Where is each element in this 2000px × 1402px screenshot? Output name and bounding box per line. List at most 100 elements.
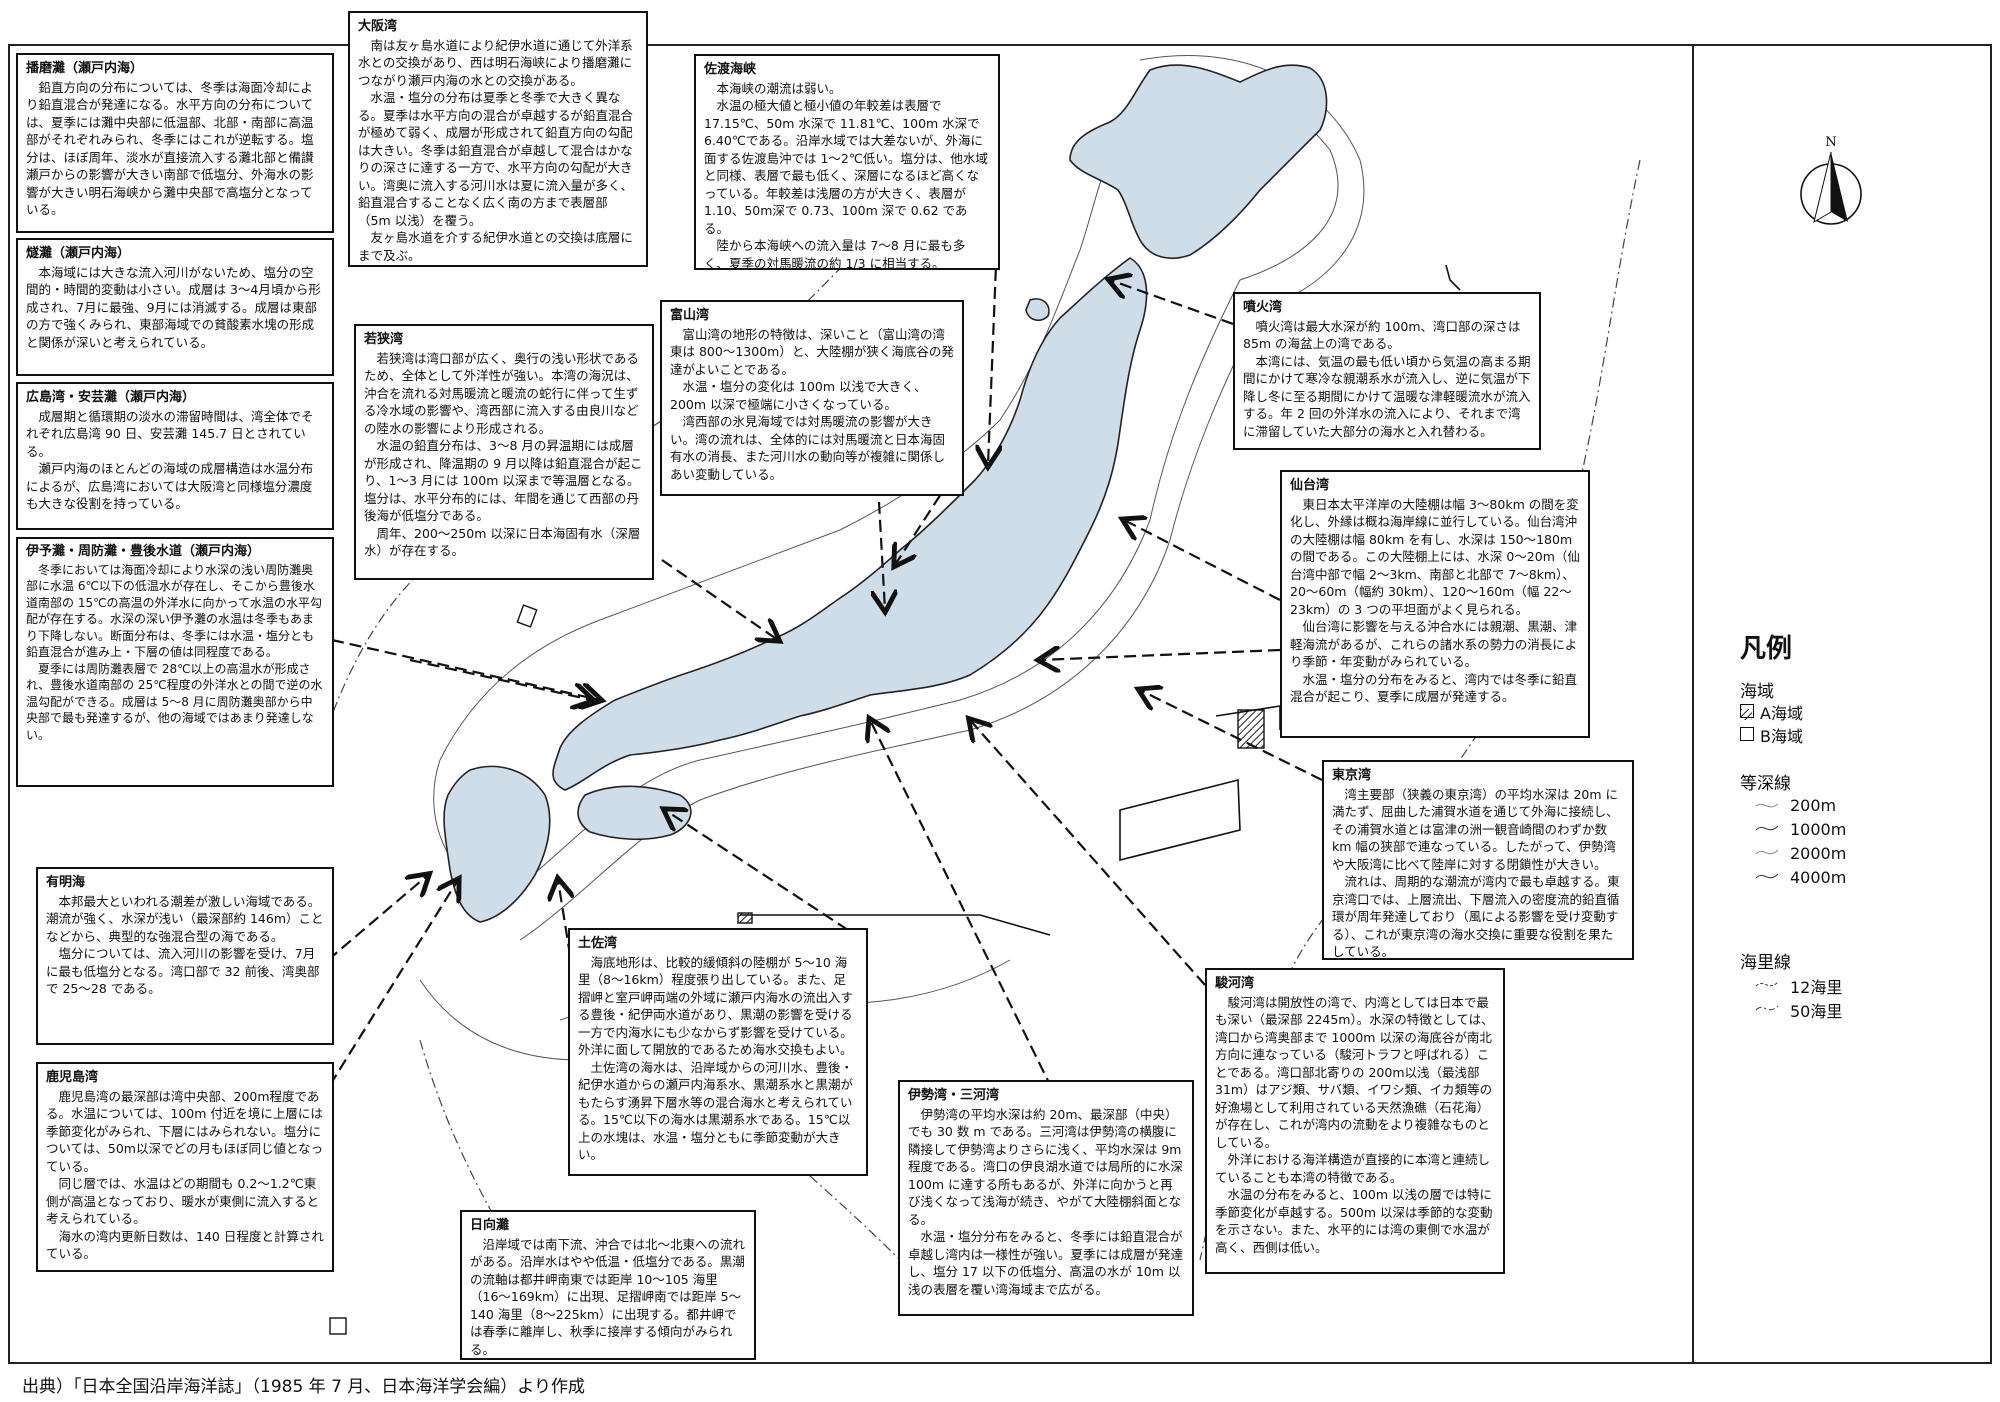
legend-sea-area-heading: 海域: [1740, 682, 1774, 702]
box-text: 若狭湾は湾口部が広く、奥行の浅い形状であるため、全体として外洋性が強い。本湾の海…: [364, 350, 639, 436]
box-sado-strait: 佐渡海峡 本海峡の潮流は弱い。 水温の極大値と極小値の年較差は表層で 17.15…: [694, 54, 1000, 270]
legend-nautical-50: 50海里: [1790, 1002, 1843, 1021]
legend-isobath-200: 200m: [1790, 796, 1837, 815]
legend-b-label: B海域: [1760, 727, 1803, 746]
north-label: N: [1825, 135, 1836, 150]
box-text: 水温・塩分の分布は夏季と冬季で大きく異なる。夏季は水平方向の混合が卓越するが鉛直…: [358, 90, 634, 228]
box-text: 塩分については、流入河川の影響を受け、7月に最も低塩分となる。湾口部で 32 前…: [46, 946, 320, 996]
box-text: 陸から本海峡への流入量は 7～8 月に最も多く、夏季の対馬暖流の約 1/3 に相…: [704, 238, 966, 270]
legend-nautical-12: 12海里: [1790, 978, 1843, 997]
box-funka-bay: 噴火湾 噴火湾は最大水深が約 100m、湾口部の深さは 85m の海盆上の湾であ…: [1233, 292, 1541, 450]
box-text: 海水の湾内更新日数は、140 日程度と計算されている。: [46, 1228, 324, 1262]
box-hiroshima-bay: 広島湾・安芸灘（瀬戸内海） 成層期と循環期の淡水の滞留時間は、湾全体でそれぞれ広…: [16, 382, 334, 530]
box-text: 駿河湾は開放性の湾で、内湾としては日本で最も深い（最深部 2245m）。水深の特…: [1215, 994, 1494, 1150]
box-text: 沿岸域では南下流、沖合では北～北東への流れがある。沿岸水はやや低温・低塩分である…: [470, 1236, 746, 1357]
box-ariake-sea: 有明海 本邦最大といわれる潮差が激しい海域である。潮流が強く、水深が浅い（最深部…: [36, 867, 334, 1045]
box-text: 水温の分布をみると、100m 以浅の層では特に季節変化が卓越する。500m 以深…: [1215, 1187, 1493, 1255]
box-osaka-bay: 大阪湾 南は友ヶ島水道により紀伊水道に通じて外洋系水との交換があり、西は明石海峡…: [348, 11, 648, 267]
box-title: 東京湾: [1332, 768, 1372, 783]
box-title: 土佐湾: [578, 936, 618, 951]
box-text: 本海域には大きな流入河川がないため、塩分の空間的・時間的変動は小さい。成層は 3…: [26, 264, 321, 350]
box-text: 成層期と循環期の淡水の滞留時間は、湾全体でそれぞれ広島湾 90 日、安芸灘 14…: [26, 408, 314, 459]
box-title: 伊勢湾・三河湾: [908, 1088, 1000, 1103]
kyushu: [443, 765, 551, 923]
box-text: 土佐湾の海水は、沿岸域からの河川水、豊後・紀伊水道からの瀬戸内海系水、黒潮系水と…: [578, 1059, 854, 1163]
box-text: 伊勢湾の平均水深は約 20m、最深部（中央）でも 30 数 m である。三河湾は…: [908, 1106, 1183, 1227]
hokkaido: [1069, 64, 1328, 259]
box-text: 東日本太平洋岸の大陸棚は幅 3～80km の間を変化し、外縁は概ね海岸線に並行し…: [1290, 496, 1580, 617]
box-text: 湾主要部（狭義の東京湾）の平均水深は 20m に満たず、屈曲した浦賀水道を通じて…: [1332, 786, 1619, 872]
legend-a-label: A海域: [1760, 704, 1803, 723]
box-title: 駿河湾: [1215, 976, 1255, 991]
japan-islands: [443, 64, 1328, 923]
box-tokyo-bay: 東京湾 湾主要部（狭義の東京湾）の平均水深は 20m に満たず、屈曲した浦賀水道…: [1322, 760, 1634, 960]
box-title: 燧灘（瀬戸内海）: [26, 246, 131, 261]
box-title: 有明海: [46, 875, 86, 890]
box-text: 本邦最大といわれる潮差が激しい海域である。潮流が強く、水深が浅い（最深部約 14…: [46, 893, 324, 944]
sado: [1025, 298, 1050, 322]
box-text: 水温の極大値と極小値の年較差は表層で 17.15℃、50m 水深で 11.81℃…: [704, 98, 988, 236]
box-kagoshima-bay: 鹿児島湾 鹿児島湾の最深部は湾中央部、200m程度である。水温については、100…: [36, 1062, 334, 1272]
box-suruga-bay: 駿河湾 駿河湾は開放性の湾で、内湾としては日本で最も深い（最深部 2245m）。…: [1205, 968, 1505, 1274]
box-text: 海底地形は、比較的緩傾斜の陸棚が 5～10 海里（8～16km）程度張り出してい…: [578, 954, 854, 1058]
legend-a-swatch: [1740, 704, 1754, 720]
box-title: 播磨灘（瀬戸内海）: [26, 61, 144, 76]
box-tosa-bay: 土佐湾 海底地形は、比較的緩傾斜の陸棚が 5～10 海里（8～16km）程度張り…: [568, 928, 868, 1176]
nautical-line-icons: [1755, 981, 1779, 1011]
box-text: 鹿児島湾の最深部は湾中央部、200m程度である。水温については、100m 付近を…: [46, 1088, 324, 1174]
shikoku: [577, 785, 692, 841]
box-title: 若狭湾: [364, 332, 404, 347]
box-title: 噴火湾: [1243, 300, 1283, 315]
box-ise-mikawa-bay: 伊勢湾・三河湾 伊勢湾の平均水深は約 20m、最深部（中央）でも 30 数 m …: [898, 1080, 1194, 1316]
box-hyuga-nada: 日向灘 沿岸域では南下流、沖合では北～北東への流れがある。沿岸水はやや低温・低塩…: [460, 1210, 756, 1360]
box-text: 仙台湾に影響を与える沖合水には親潮、黒潮、津軽海流があるが、これらの諸水系の勢力…: [1290, 619, 1578, 669]
box-title: 広島湾・安芸灘（瀬戸内海）: [26, 390, 196, 405]
box-text: 水温・塩分の変化は 100m 以浅で大きく、200m 以深で極端に小さくなってい…: [670, 379, 927, 412]
box-text: 周年、200～250m 以深に日本海固有水（深層水）が存在する。: [364, 525, 641, 559]
box-text: 水温・塩分の分布をみると、湾内では冬季に鉛直混合が起こり、夏季に成層が発達する。: [1290, 671, 1578, 705]
legend-isobath-4000: 4000m: [1790, 868, 1847, 887]
box-title: 日向灘: [470, 1218, 510, 1233]
legend-nautical-heading: 海里線: [1740, 953, 1791, 973]
box-text: 水温の鉛直分布は、3～8 月の昇温期には成層が形成され、降温期の 9 月以降は鉛…: [364, 438, 643, 523]
box-title: 富山湾: [670, 308, 710, 323]
isobath-line-icons: [1755, 803, 1779, 879]
box-hiuchi-nada: 燧灘（瀬戸内海） 本海域には大きな流入河川がないため、塩分の空間的・時間的変動は…: [16, 238, 334, 376]
box-text: 本海峡の潮流は弱い。: [716, 80, 842, 96]
box-text: 南は友ヶ島水道により紀伊水道に通じて外洋系水との交換があり、西は明石海峡により播…: [358, 37, 633, 88]
box-sendai-bay: 仙台湾 東日本太平洋岸の大陸棚は幅 3～80km の間を変化し、外縁は概ね海岸線…: [1280, 470, 1590, 738]
bay-markers: [329, 604, 1265, 1335]
box-harima-nada: 播磨灘（瀬戸内海） 鉛直方向の分布については、冬季は海面冷却により鉛直混合が発達…: [16, 53, 334, 233]
map-frame: [8, 44, 1992, 1364]
box-title: 大阪湾: [358, 19, 398, 34]
box-text: 瀬戸内海のほとんどの海域の成層構造は水温分布によるが、広島湾においては大阪湾と同…: [26, 461, 314, 511]
box-wakasa-bay: 若狭湾 若狭湾は湾口部が広く、奥行の浅い形状であるため、全体として外洋性が強い。…: [354, 324, 654, 580]
box-text: 本湾には、気温の最も低い頃から気温の高まる期間にかけて寒冷な親潮系水が流入し、逆…: [1243, 353, 1531, 439]
north-arrow-icon: N: [1800, 135, 1862, 225]
box-text: 鉛直方向の分布については、冬季は海面冷却により鉛直混合が発達になる。水平方向の分…: [26, 79, 314, 218]
box-title: 佐渡海峡: [704, 62, 757, 77]
legend-b-swatch: [1740, 727, 1754, 741]
box-iyo-nada: 伊予灘・周防灘・豊後水道（瀬戸内海） 冬季においては海面冷却により水深の浅い周防…: [16, 537, 334, 787]
box-title: 伊予灘・周防灘・豊後水道（瀬戸内海）: [26, 544, 261, 559]
box-title: 仙台湾: [1290, 478, 1330, 493]
box-toyama-bay: 富山湾 富山湾の地形の特徴は、深いこと（富山湾の湾東は 800～1300m）と、…: [660, 300, 964, 496]
box-text: 富山湾の地形の特徴は、深いこと（富山湾の湾東は 800～1300m）と、大陸棚が…: [670, 326, 954, 377]
legend-title: 凡例: [1740, 634, 1793, 664]
box-text: 流れは、周期的な潮流が湾内で最も卓越する。東京湾口では、上層流出、下層流入の密度…: [1332, 874, 1620, 959]
box-title: 鹿児島湾: [46, 1070, 99, 1085]
legend-isobath-1000: 1000m: [1790, 820, 1847, 839]
box-text: 噴火湾は最大水深が約 100m、湾口部の深さは 85m の海盆上の湾である。: [1243, 318, 1521, 352]
source-note: 出典）「日本全国沿岸海洋誌」（1985 年 7 月、日本海洋学会編）より作成: [22, 1377, 585, 1397]
legend-isobath-2000: 2000m: [1790, 844, 1847, 863]
box-text: 外洋における海洋構造が直接的に本湾と連続していることも本湾の特徴である。: [1215, 1152, 1491, 1185]
box-text: 湾西部の氷見海域では対馬暖流の影響が大きい。湾の流れは、全体的には対馬暖流と日本…: [670, 414, 946, 482]
legend-divider: [1692, 44, 1694, 1364]
box-text: 友ヶ島水道を介する紀伊水道との交換は底層にまで及ぶ。: [358, 230, 633, 263]
legend-isobath-heading: 等深線: [1740, 774, 1791, 794]
box-text: 同じ層では、水温はどの期間も 0.2～1.2℃東側が高温となっており、暖水が東側…: [46, 1176, 320, 1226]
box-text: 水温・塩分分布をみると、冬季には鉛直混合が卓越し湾内は一様性が強い。夏季には成層…: [908, 1229, 1184, 1297]
box-text: 冬季においては海面冷却により水深の浅い周防灘奥部に水温 6℃以下の低温水が存在し…: [26, 562, 322, 660]
box-text: 夏季には周防灘表層で 28℃以上の高温水が形成され、豊後水道南部の 25℃程度の…: [26, 661, 323, 742]
